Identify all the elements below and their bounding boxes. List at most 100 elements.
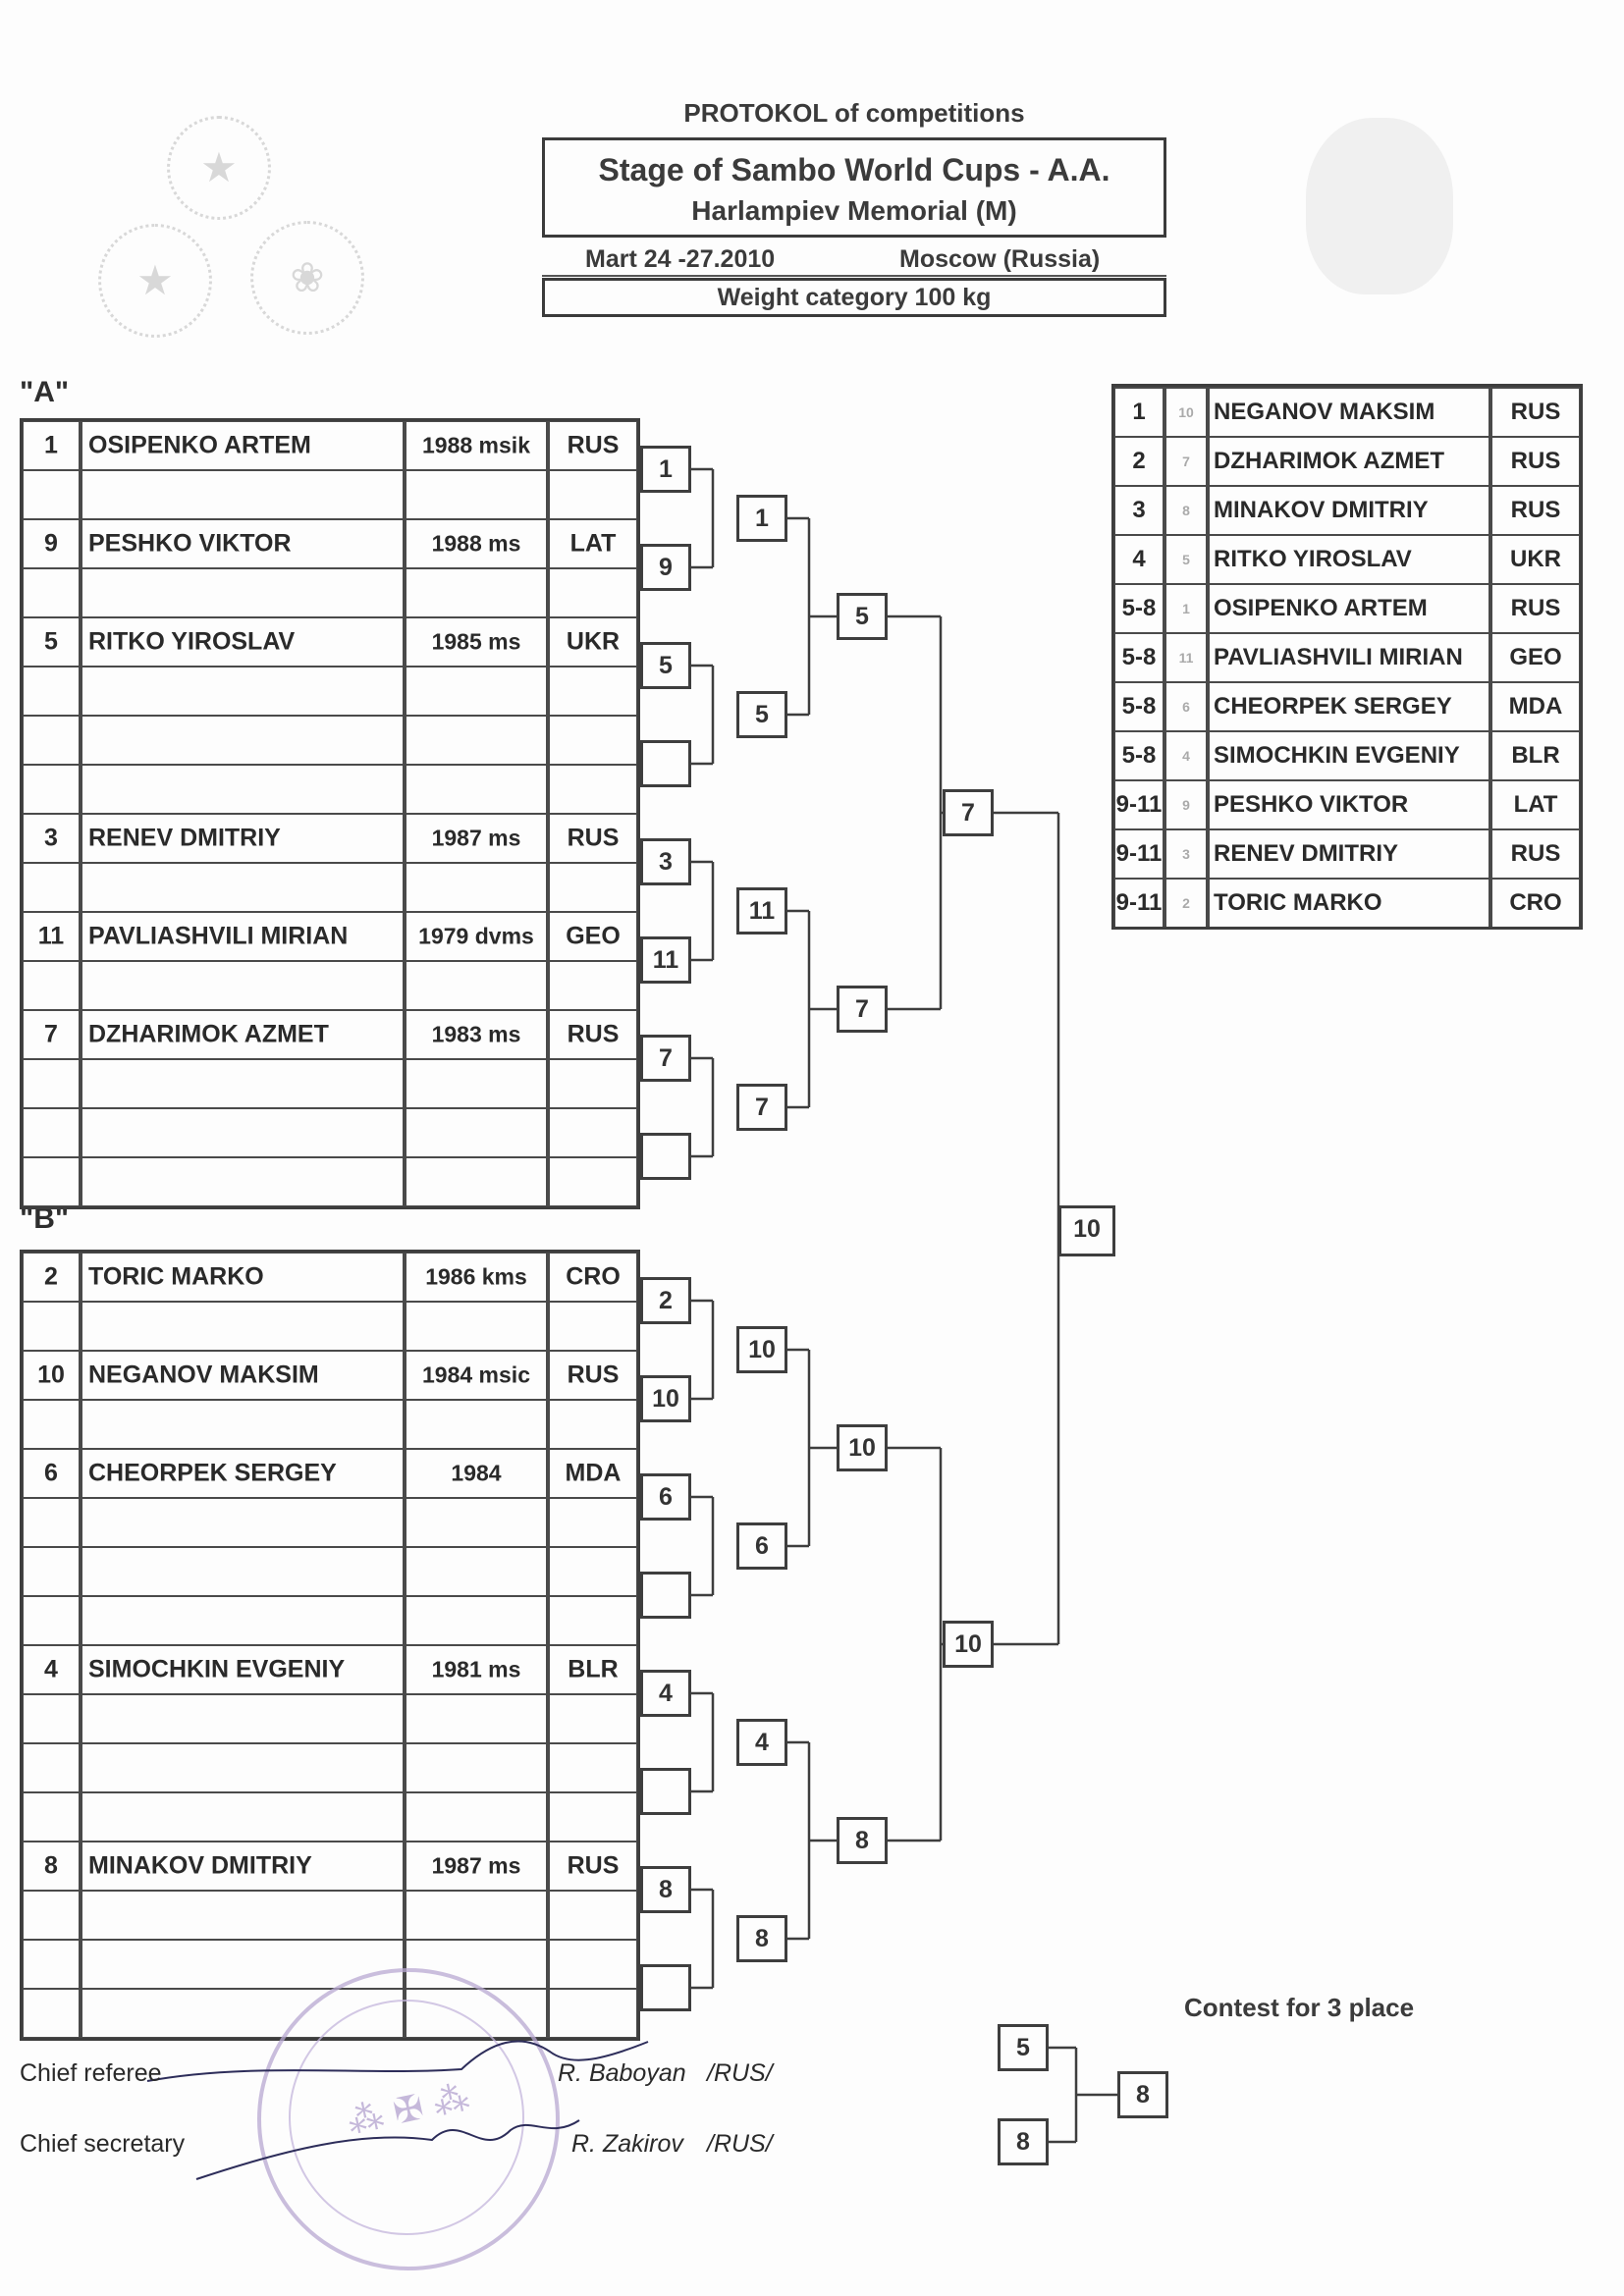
round2-bout-box-text: 10	[748, 1336, 776, 1363]
result-athlete: CHEORPEK SERGEY	[1208, 681, 1490, 732]
seed-number	[22, 1595, 81, 1646]
result-athlete: NEGANOV MAKSIM	[1208, 387, 1490, 438]
round1-bout-box: 9	[640, 544, 691, 591]
federation-emblem-icon: ❀	[250, 221, 364, 335]
country-code	[548, 1058, 638, 1109]
country-code-text: RUS	[567, 1361, 620, 1389]
round1-bout-box	[640, 1964, 691, 2011]
protocol-caption: PROTOKOL of competitions	[683, 98, 1025, 128]
official-stamp: ⁂ ✠ ⁂	[257, 1968, 560, 2270]
result-athlete: PESHKO VIKTOR	[1208, 779, 1490, 830]
country-code	[548, 862, 638, 913]
round1-bout-box-text: 11	[652, 946, 679, 974]
seed-number	[22, 1497, 81, 1548]
round3-bout-box-text: 7	[855, 995, 869, 1023]
result-athlete-text: PESHKO VIKTOR	[1214, 791, 1409, 818]
birth-year-rank	[405, 666, 548, 717]
portrait-photo	[1306, 118, 1453, 294]
result-place: 3	[1113, 485, 1164, 536]
result-country: CRO	[1490, 878, 1581, 929]
athlete-name: MINAKOV DMITRIY	[81, 1841, 405, 1892]
birth-year-rank-text: 1988 msik	[422, 432, 530, 458]
federation-emblem-icon: ★	[98, 224, 212, 338]
result-country: RUS	[1490, 828, 1581, 880]
country-code-text: LAT	[569, 529, 617, 558]
athlete-name-text: OSIPENKO ARTEM	[88, 431, 311, 459]
country-code: LAT	[548, 518, 638, 569]
result-seed: 10	[1164, 387, 1208, 438]
country-code: BLR	[548, 1644, 638, 1695]
result-athlete-text: OSIPENKO ARTEM	[1214, 595, 1428, 621]
athlete-name	[81, 1742, 405, 1793]
result-athlete-text: SIMOCHKIN EVGENIY	[1214, 742, 1460, 769]
round1-bout-box-text: 3	[659, 848, 673, 876]
birth-year-rank	[405, 862, 548, 913]
result-seed-text: 9	[1182, 797, 1190, 813]
result-country: RUS	[1490, 583, 1581, 634]
athlete-name	[81, 960, 405, 1011]
result-country: BLR	[1490, 730, 1581, 781]
federation-emblem-icon: ★	[167, 116, 271, 220]
country-code-text: RUS	[567, 824, 620, 852]
result-place-text: 3	[1132, 497, 1146, 523]
seed-number-text: 4	[44, 1655, 58, 1683]
result-place-text: 4	[1132, 546, 1146, 572]
result-country: RUS	[1490, 485, 1581, 536]
third-place-entrant-box-text: 8	[1016, 2128, 1030, 2156]
result-athlete-text: DZHARIMOK AZMET	[1214, 448, 1445, 474]
group-final-box: 7	[943, 789, 994, 836]
seed-number	[22, 960, 81, 1011]
seed-number-text: 6	[44, 1459, 58, 1487]
birth-year-rank-text: 1985 ms	[431, 628, 521, 655]
round2-bout-box: 4	[736, 1719, 787, 1766]
birth-year-rank: 1986 kms	[405, 1252, 548, 1303]
title-box: Stage of Sambo World Cups - A.A. Harlamp…	[542, 137, 1166, 238]
round1-bout-box-text: 2	[659, 1287, 673, 1314]
athlete-name	[81, 1107, 405, 1158]
country-code	[548, 715, 638, 766]
athlete-name	[81, 1497, 405, 1548]
result-athlete: RITKO YIROSLAV	[1208, 534, 1490, 585]
country-code: RUS	[548, 1841, 638, 1892]
group-a-label: "A"	[20, 376, 70, 408]
result-place: 9-11	[1113, 828, 1164, 880]
seed-number	[22, 666, 81, 717]
result-athlete-text: NEGANOV MAKSIM	[1214, 399, 1435, 425]
result-athlete-text: TORIC MARKO	[1214, 889, 1382, 916]
birth-year-rank-text: 1987 ms	[431, 825, 521, 851]
result-seed-text: 3	[1182, 846, 1190, 862]
round3-bout-box: 5	[837, 593, 888, 640]
round1-bout-box: 2	[640, 1277, 691, 1324]
country-code-text: BLR	[568, 1655, 619, 1683]
result-seed: 11	[1164, 632, 1208, 683]
seed-number-text: 10	[37, 1361, 65, 1389]
round1-bout-box: 3	[640, 838, 691, 885]
birth-year-rank	[405, 715, 548, 766]
country-code	[548, 1107, 638, 1158]
birth-year-rank	[405, 1693, 548, 1744]
result-place-text: 1	[1132, 399, 1146, 425]
result-athlete-text: PAVLIASHVILI MIRIAN	[1214, 644, 1463, 670]
athlete-name: RITKO YIROSLAV	[81, 616, 405, 667]
birth-year-rank: 1979 dvms	[405, 911, 548, 962]
round1-bout-box-text: 10	[652, 1385, 679, 1413]
seed-number	[22, 1156, 81, 1207]
round2-bout-box-text: 6	[755, 1532, 769, 1560]
result-place: 4	[1113, 534, 1164, 585]
seed-number-text: 3	[44, 824, 58, 852]
result-athlete: RENEV DMITRIY	[1208, 828, 1490, 880]
country-code	[548, 1595, 638, 1646]
header-divider	[542, 275, 1166, 277]
seed-number: 5	[22, 616, 81, 667]
round3-bout-box-text: 10	[848, 1434, 876, 1462]
round1-bout-box-text: 9	[659, 554, 673, 581]
result-place: 5-8	[1113, 583, 1164, 634]
result-country-text: RUS	[1510, 497, 1561, 523]
round1-bout-box: 11	[640, 936, 691, 984]
result-seed-text: 10	[1178, 404, 1194, 420]
result-country: RUS	[1490, 387, 1581, 438]
birth-year-rank-text: 1986 kms	[425, 1263, 527, 1290]
seed-number	[22, 1939, 81, 1990]
athlete-name-text: RITKO YIROSLAV	[88, 627, 296, 656]
result-athlete-text: MINAKOV DMITRIY	[1214, 497, 1429, 523]
